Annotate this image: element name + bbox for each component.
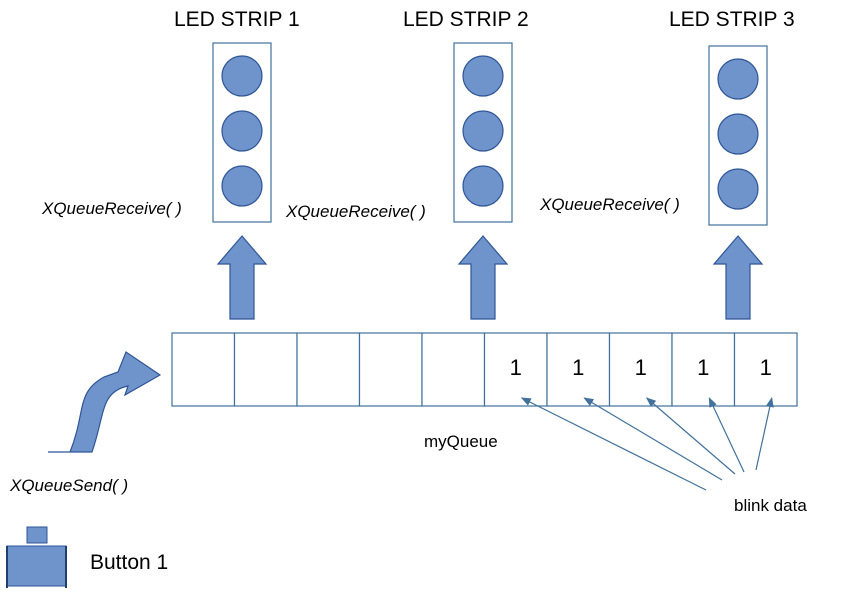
receive-label-2: XQueueReceive( ) <box>286 202 426 221</box>
queue-cell-value-8: 1 <box>634 355 647 380</box>
queue-cell-5 <box>421 332 486 407</box>
queue-cell-value-7: 1 <box>572 355 585 380</box>
led-strip-3 <box>708 45 768 226</box>
pointer-line-2 <box>583 397 723 481</box>
queue-cell-4 <box>358 332 423 407</box>
receive-label-1: XQueueReceive( ) <box>42 199 182 218</box>
curved-arrow-icon <box>48 351 162 453</box>
queue-cell-value-9: 1 <box>697 355 710 380</box>
receive-arrows-layer <box>216 235 764 320</box>
pointer-line-5 <box>755 397 774 471</box>
led-strip-1 <box>212 42 272 223</box>
pointer-line-1 <box>520 397 707 491</box>
queue-cell-value-10: 1 <box>759 355 772 380</box>
queue <box>171 332 798 407</box>
up-arrow-icon-1 <box>216 235 268 320</box>
send-label: XQueueSend( ) <box>10 476 129 495</box>
queue-cell-2 <box>233 332 298 407</box>
queue-cell-9 <box>671 332 736 407</box>
receive-label-3: XQueueReceive( ) <box>540 195 680 214</box>
queue-cell-7 <box>546 332 611 407</box>
strip-title-1: LED STRIP 1 <box>174 8 300 31</box>
up-arrow-icon-2 <box>457 235 509 320</box>
push-button-icon <box>6 526 67 588</box>
led-strip-2 <box>453 42 513 223</box>
queue-cell-value-6: 1 <box>509 355 522 380</box>
blink-data-label: blink data <box>734 496 807 515</box>
pointer-line-4 <box>708 397 745 473</box>
led-1-3 <box>221 165 263 207</box>
led-2-1 <box>462 55 504 97</box>
up-arrow-icon-3 <box>712 235 764 320</box>
led-strips-layer <box>212 42 768 226</box>
queue-cell-10 <box>733 332 798 407</box>
blink-data-pointers <box>520 397 774 491</box>
led-2-2 <box>462 110 504 152</box>
led-3-2 <box>717 113 759 155</box>
queue-label: myQueue <box>424 432 498 451</box>
led-3-1 <box>717 58 759 100</box>
led-1-1 <box>221 55 263 97</box>
pointer-line-3 <box>645 397 736 475</box>
queue-cell-6 <box>483 332 548 407</box>
queue-cell-1 <box>171 332 236 407</box>
strip-title-2: LED STRIP 2 <box>403 8 529 31</box>
led-2-3 <box>462 165 504 207</box>
button-label: Button 1 <box>90 551 169 574</box>
strip-title-3: LED STRIP 3 <box>669 8 795 31</box>
led-3-3 <box>717 168 759 210</box>
led-1-2 <box>221 110 263 152</box>
queue-cell-3 <box>296 332 361 407</box>
